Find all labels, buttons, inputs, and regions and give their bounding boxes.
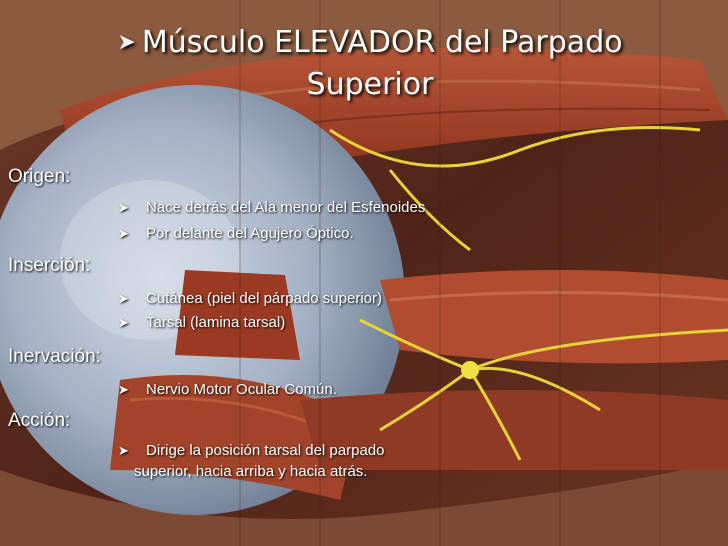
bullet-text-continuation: superior, hacia arriba y hacia atrás. [134, 463, 368, 480]
arrow-bullet-icon: ➤ [118, 200, 129, 215]
title-line-2: Superior [306, 67, 434, 102]
arrow-bullet-icon: ➤ [118, 443, 129, 458]
bullet-text: Por delante del Agujero Óptico. [146, 225, 354, 242]
arrow-bullet-icon: ➤ [118, 382, 129, 397]
arrow-bullet-icon: ➤ [118, 226, 129, 241]
heading-origen: Origen: [8, 166, 71, 187]
arrow-bullet-icon: ➤ [117, 30, 136, 55]
bullet-accion-1: ➤ Dirige la posición tarsal del parpado s… [118, 440, 384, 482]
bullet-inervacion-1: ➤ Nervio Motor Ocular Común. [118, 379, 337, 400]
heading-insercion: Inserción: [8, 255, 91, 276]
bullet-insercion-1: ➤ Cutánea (piel del párpado superior) [118, 288, 382, 309]
bullet-text: Nace detrás del Ala menor del Esfenoides [146, 199, 426, 216]
bullet-text: Cutánea (piel del párpado superior) [146, 290, 382, 307]
bullet-text: Dirige la posición tarsal del parpado [146, 442, 385, 459]
heading-inervacion: Inervación: [8, 346, 101, 367]
bullet-text: Nervio Motor Ocular Común. [146, 381, 337, 398]
title-line-1: Músculo ELEVADOR del Parpado [141, 25, 623, 60]
slide-title: ➤Músculo ELEVADOR del Parpado Superior [60, 22, 680, 106]
arrow-bullet-icon: ➤ [118, 315, 129, 330]
bullet-text: Tarsal (lamina tarsal) [146, 314, 286, 331]
bullet-origen-1: ➤ Nace detrás del Ala menor del Esfenoide… [118, 197, 425, 218]
bullet-origen-2: ➤ Por delante del Agujero Óptico. [118, 223, 354, 244]
heading-accion: Acción: [8, 410, 71, 431]
bullet-insercion-2: ➤ Tarsal (lamina tarsal) [118, 312, 285, 333]
arrow-bullet-icon: ➤ [118, 291, 129, 306]
